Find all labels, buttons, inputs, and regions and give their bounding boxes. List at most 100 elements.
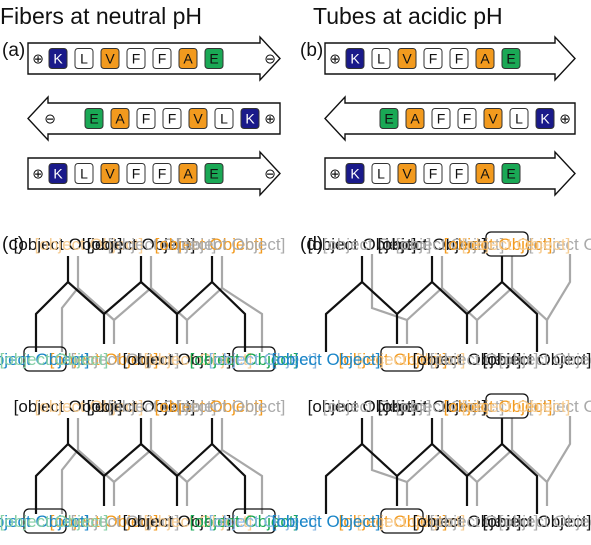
panel-label-a: (a) bbox=[2, 40, 25, 61]
residue-letter: A bbox=[183, 51, 193, 67]
residue-box bbox=[345, 163, 365, 184]
terminus-symbol: ⊕ bbox=[329, 51, 341, 67]
residue-letter: E bbox=[209, 166, 218, 182]
residue-letter: V bbox=[105, 166, 115, 182]
residue-box bbox=[110, 108, 130, 129]
terminus-symbol: ⊕ bbox=[559, 111, 571, 127]
title-fibers-neutral-ph: Fibers at neutral pH bbox=[0, 3, 202, 29]
residue-label: [object Object] bbox=[123, 350, 232, 369]
residue-label: [object Object] bbox=[462, 397, 571, 416]
residue-label: [object Object] bbox=[190, 512, 299, 531]
panel-d-bottom-schematic: [object Object][object Object][object Ob… bbox=[272, 393, 591, 534]
chain-backbone-front bbox=[34, 280, 247, 352]
residue-label: [object Object] bbox=[35, 235, 144, 254]
residue-box bbox=[509, 108, 529, 129]
residue-letter: F bbox=[455, 166, 464, 182]
residue-box bbox=[535, 108, 555, 129]
residue-letter: E bbox=[209, 51, 218, 67]
residue-label: [object Object] bbox=[71, 350, 180, 369]
residue-letter: F bbox=[168, 111, 177, 127]
residue-letter: F bbox=[158, 51, 167, 67]
residue-box bbox=[74, 163, 94, 184]
terminus-symbol: ⊕ bbox=[32, 166, 44, 182]
residue-label: [object Object] bbox=[71, 512, 180, 531]
residue-letter: V bbox=[488, 111, 498, 127]
residue-box bbox=[423, 163, 443, 184]
chain-backbone-back bbox=[60, 286, 264, 352]
residue-box bbox=[126, 163, 146, 184]
residue-letter: A bbox=[115, 111, 125, 127]
terminus-symbol: ⊕ bbox=[32, 51, 44, 67]
residue-box bbox=[501, 163, 521, 184]
residue-letter: V bbox=[193, 111, 203, 127]
residue-label: [object Object] bbox=[444, 397, 553, 416]
residue-box bbox=[397, 48, 417, 69]
title-tubes-acidic-ph: Tubes at acidic pH bbox=[313, 3, 503, 29]
residue-label: [object Object] bbox=[177, 397, 286, 416]
panel-c-top-schematic: [object Object][object Object][object Ob… bbox=[0, 235, 318, 372]
residue-box bbox=[178, 163, 198, 184]
residue-letter: E bbox=[506, 166, 515, 182]
residue-box bbox=[100, 48, 120, 69]
residue-box bbox=[178, 48, 198, 69]
residue-label: [object Object] bbox=[35, 397, 144, 416]
residue-box bbox=[162, 108, 182, 129]
residue-label: [object Object] bbox=[483, 512, 591, 531]
residue-label: [object Object] bbox=[272, 512, 381, 531]
residue-label: [object Object] bbox=[323, 235, 432, 254]
residue-letter: K bbox=[540, 111, 550, 127]
residue-label: [object Object] bbox=[108, 235, 217, 254]
residue-box bbox=[431, 108, 451, 129]
residue-letter: L bbox=[377, 51, 385, 67]
panel-d-top-schematic: [object Object][object Object][object Ob… bbox=[272, 231, 591, 372]
residue-label: [object Object] bbox=[0, 512, 89, 531]
residue-letter: A bbox=[183, 166, 193, 182]
chain-backbone-back bbox=[60, 448, 264, 514]
residue-box bbox=[475, 163, 495, 184]
residue-letter: F bbox=[463, 111, 472, 127]
residue-label: [object Object] bbox=[144, 512, 253, 531]
residue-box bbox=[475, 48, 495, 69]
residue-box bbox=[483, 108, 503, 129]
panel-label-d: (d) bbox=[300, 234, 323, 255]
residue-letter: K bbox=[350, 166, 360, 182]
residue-letter: E bbox=[384, 111, 393, 127]
residue-box bbox=[214, 108, 234, 129]
residue-box bbox=[48, 163, 68, 184]
chain-backbone-front bbox=[324, 442, 539, 514]
hydrophobic-pair-box bbox=[485, 393, 529, 419]
residue-label: [object Object] bbox=[413, 512, 522, 531]
panel-c-bottom-schematic: [object Object][object Object][object Ob… bbox=[0, 397, 317, 534]
residue-label: [object Object] bbox=[339, 350, 448, 369]
residue-label: [object Object] bbox=[14, 235, 123, 254]
residue-label: [object Object] bbox=[529, 235, 591, 254]
residue-label: [object Object] bbox=[357, 512, 466, 531]
chain-backbone-front bbox=[34, 442, 247, 514]
residue-label: [object Object] bbox=[155, 235, 264, 254]
residue-box bbox=[423, 48, 443, 69]
residue-label: [object Object] bbox=[209, 350, 318, 369]
residue-letter: E bbox=[506, 51, 515, 67]
hydrophobic-pair-box bbox=[380, 508, 424, 534]
residue-box bbox=[449, 48, 469, 69]
residue-letter: L bbox=[80, 166, 88, 182]
terminus-symbol: ⊖ bbox=[264, 51, 276, 67]
residue-letter: L bbox=[377, 166, 385, 182]
residue-label: [object Object] bbox=[190, 350, 299, 369]
residue-label: [object Object] bbox=[413, 350, 522, 369]
residue-box bbox=[100, 163, 120, 184]
residue-label: [object Object] bbox=[323, 397, 432, 416]
residue-box bbox=[84, 108, 104, 129]
residue-label: [object Object] bbox=[50, 512, 159, 531]
terminus-symbol: ⊕ bbox=[264, 111, 276, 127]
residue-label: [object Object] bbox=[177, 235, 286, 254]
panel-label-b: (b) bbox=[300, 40, 323, 61]
residue-box bbox=[379, 108, 399, 129]
panel-label-c: (c) bbox=[2, 234, 24, 255]
hydrophobic-pair-box bbox=[485, 231, 529, 257]
residue-box bbox=[188, 108, 208, 129]
